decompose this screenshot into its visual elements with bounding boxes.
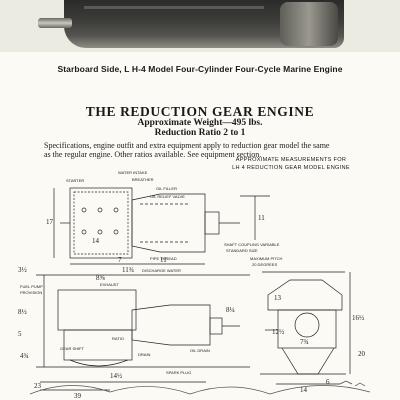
spec-paragraph: Specifications, engine outfit and extra …: [44, 141, 344, 159]
side-view-block: [63, 329, 133, 361]
label-oil-drain: OIL DRAIN: [190, 348, 210, 353]
dim-6: 6: [326, 378, 330, 386]
end-view-block: [277, 309, 337, 349]
section-title: THE REDUCTION GEAR ENGINE: [85, 104, 315, 119]
label-oil-relief-valve: OIL RELIEF VALVE: [150, 194, 185, 199]
label-standard-size: STANDARD SIZE: [226, 248, 258, 253]
spec-paragraph-line1: Specifications, engine outfit and extra …: [44, 141, 330, 150]
label-drain: DRAIN: [138, 352, 151, 357]
top-bolt-5: [97, 229, 103, 235]
dim-12-half: 12½: [272, 328, 284, 336]
label-oil-filler: OIL FILLER: [156, 186, 177, 191]
spec-paragraph-line2: as the regular engine. Other ratios avai…: [44, 150, 262, 159]
dim-14-end: 14: [300, 386, 308, 394]
label-provision: PROVISION: [20, 290, 42, 295]
dim-39: 39: [74, 392, 82, 400]
label-discharge-water: DISCHARGE WATER: [142, 268, 181, 273]
side-view: [36, 274, 250, 391]
water-sketch: [29, 385, 371, 395]
top-view-block: [69, 187, 133, 259]
engine-photo: [38, 0, 344, 48]
dim-11: 11: [160, 256, 167, 264]
top-bolt-3: [113, 207, 119, 213]
engine-highlight: [84, 6, 264, 9]
end-view-flywheel: [294, 312, 320, 338]
label-ratio: RATIO: [112, 336, 124, 341]
drawing-title-line2: LH 4 REDUCTION GEAR MODEL ENGINE: [232, 165, 350, 171]
label-starter: STARTER: [66, 178, 84, 183]
end-view-head: [267, 279, 343, 311]
label-pipe-thread: PIPE THREAD: [150, 256, 177, 261]
approximate-weight: Approximate Weight—495 lbs.: [137, 118, 263, 128]
engine-flywheel: [280, 2, 338, 46]
drawing-title-line1: APPROXIMATE MEASUREMENTS FOR: [235, 157, 347, 163]
end-view-pan: [281, 347, 335, 375]
label-exhaust: EXHAUST: [100, 282, 119, 287]
dim-11-right: 11: [258, 214, 265, 222]
top-bolt-1: [81, 207, 87, 213]
engine-dimension-drawing: WATER INTAKE BREATHER OIL FILLER OIL REL…: [18, 170, 371, 400]
dim-14-half: 14½: [110, 372, 122, 380]
dim-8-quarter-r: 8¼: [226, 306, 235, 314]
dim-17: 17: [46, 218, 54, 226]
top-view: [53, 187, 270, 265]
label-breather: BREATHER: [132, 177, 154, 182]
label-shaft-coupling: SHAFT COUPLING VARIABLE: [224, 242, 280, 247]
label-spark-plug: SPARK PLUG: [166, 370, 191, 375]
dim-14-top: 14: [92, 237, 100, 245]
top-view-block-inner: [73, 191, 129, 255]
label-water-intake: WATER INTAKE: [118, 170, 148, 175]
side-view-head: [57, 289, 137, 331]
dim-8-5-8: 8⅝: [96, 274, 106, 282]
reduction-ratio: Reduction Ratio 2 to 1: [154, 128, 246, 138]
side-view-housing: [131, 304, 211, 346]
dim-8-quarter: 8½: [18, 308, 27, 316]
dim-7-3q: 7¾: [300, 338, 309, 346]
gull-sketch: [339, 380, 366, 387]
photo-caption: Starboard Side, L H-4 Model Four-Cylinde…: [57, 64, 343, 74]
label-degrees: 20 DEGREES: [252, 262, 277, 267]
label-fuel-pump: FUEL PUMP: [20, 284, 43, 289]
side-view-coupling: [209, 317, 223, 335]
end-view: [260, 271, 351, 385]
dim-20: 20: [358, 350, 366, 358]
dim-4-3q: 4¾: [20, 352, 29, 360]
engine-photo-band: [0, 0, 400, 52]
top-view-housing: [131, 193, 206, 253]
top-bolt-6: [113, 229, 119, 235]
dim-3-half: 3½: [18, 266, 27, 274]
dim-5: 5: [18, 330, 22, 338]
label-maximum-pitch: MAXIMUM PITCH: [250, 256, 283, 261]
label-gear-shift: GEAR SHIFT: [60, 346, 85, 351]
dim-13: 13: [274, 294, 282, 302]
top-view-housing-lines: [140, 203, 190, 243]
top-bolt-2: [97, 207, 103, 213]
dim-23: 23: [34, 382, 42, 390]
dim-7: 7: [118, 256, 122, 264]
side-view-oilpan: [69, 359, 129, 367]
top-bolt-4: [81, 229, 87, 235]
drawing-title: APPROXIMATE MEASUREMENTS FOR LH 4 REDUCT…: [216, 156, 366, 172]
top-view-coupling: [204, 211, 220, 235]
engine-shaft: [38, 18, 72, 28]
dim-16-half: 16½: [352, 314, 364, 322]
dim-11-3q: 11¾: [122, 266, 134, 274]
